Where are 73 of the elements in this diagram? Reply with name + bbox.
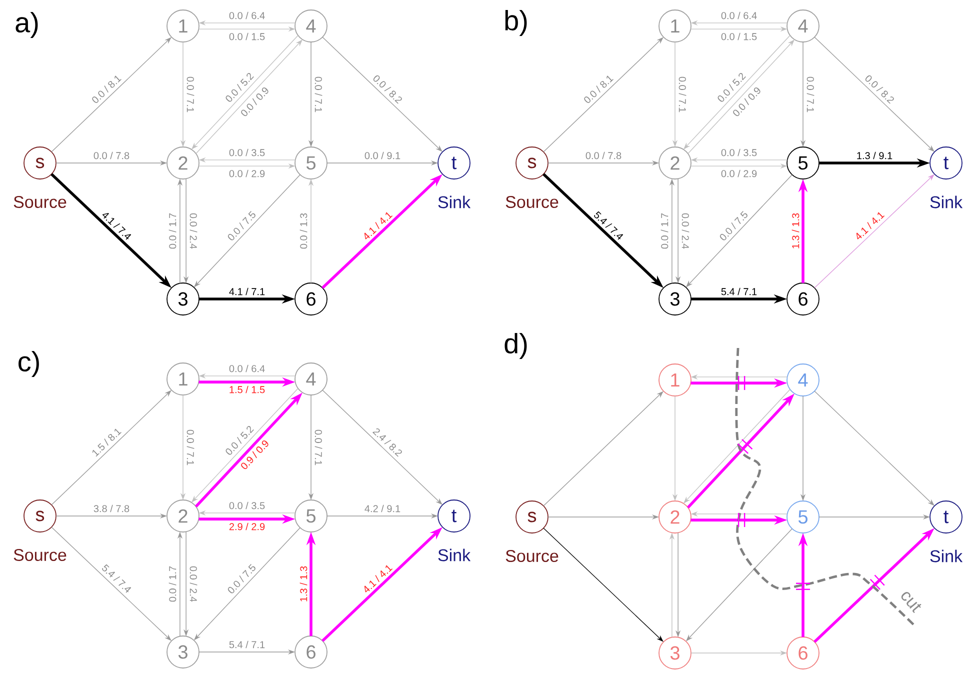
arrow	[543, 37, 664, 152]
edge-label: 4.1 / 4.1	[360, 562, 394, 595]
edge-label: 0.0 / 7.1	[678, 76, 687, 114]
edge-label: 0.0 / 6.4	[228, 364, 266, 373]
edge-label: 0.0 / 1.7	[168, 212, 177, 250]
edge-label: 0.0 / 3.5	[720, 148, 758, 157]
edge-label: 4.1 / 4.1	[360, 210, 394, 242]
edge-label: 0.0 / 2.4	[681, 212, 690, 250]
edge-label: 0.0 / 7.1	[186, 76, 195, 114]
edge-label: 0.0 / 1.7	[168, 565, 177, 603]
node-caption: Sink	[930, 196, 963, 208]
edge-label: 0.0 / 7.1	[186, 428, 195, 466]
edge-label: 0.0 / 1.3	[299, 212, 308, 250]
edge-label: 0.0 / 1.5	[720, 32, 758, 41]
edge-label: 5.4 / 7.1	[228, 640, 266, 649]
edge-label: 4.1 / 4.1	[852, 210, 886, 242]
edge-label: 0.0 / 7.8	[92, 151, 130, 160]
arrow	[322, 390, 442, 505]
edge-label: 1.5 / 8.1	[90, 426, 123, 458]
edge-label: 0.0 / 8.1	[582, 73, 615, 106]
edge-label: 0.0 / 8.1	[90, 73, 123, 106]
arrow	[51, 390, 172, 506]
arrow	[814, 174, 934, 288]
edge-label: 0.0 / 7.5	[226, 562, 258, 596]
arrow	[543, 391, 664, 506]
edge-label: 5.4 / 7.4	[100, 562, 134, 595]
panel-label: a)	[16, 12, 38, 38]
node-caption: Source	[14, 196, 66, 208]
edge-label: 0.0 / 6.4	[720, 11, 758, 20]
node-caption: Source	[506, 550, 558, 562]
panel-label: b)	[505, 10, 527, 36]
edge-label: 5.4 / 7.1	[720, 287, 758, 296]
edge-label: 0.0 / 8.2	[863, 73, 896, 106]
node-caption: Sink	[438, 196, 471, 208]
edge-label: 0.0 / 7.8	[584, 151, 622, 160]
edge-label: 2.4 / 8.2	[371, 426, 404, 458]
arrow	[51, 526, 172, 641]
edge-label: 0.0 / 7.1	[806, 76, 815, 114]
edge-label: 0.0 / 7.1	[314, 76, 323, 114]
edge-label: 2.9 / 2.9	[228, 522, 266, 531]
panel-label: c)	[18, 350, 39, 378]
edge-label: 3.8 / 7.8	[92, 504, 130, 513]
node-caption: Source	[506, 196, 558, 208]
edge-label: 0.0 / 2.9	[720, 169, 758, 178]
node-caption: Sink	[438, 548, 471, 562]
edge-label: 1.5 / 1.5	[228, 385, 266, 394]
edge-label: 0.0 / 3.5	[228, 501, 266, 510]
edge-label: 0.0 / 7.5	[718, 209, 750, 242]
arrow	[543, 528, 664, 642]
edge-label: 0.0 / 1.5	[228, 32, 266, 41]
panel-label: d)	[504, 332, 527, 360]
edge-label: 4.2 / 9.1	[364, 504, 402, 513]
node-caption: Source	[14, 548, 66, 562]
edge-label: 1.3 / 1.3	[299, 565, 308, 603]
edge-label: 0.0 / 1.7	[660, 212, 669, 250]
node-caption: Sink	[930, 550, 963, 562]
arrow	[51, 37, 172, 152]
edge-label: 0.0 / 7.5	[226, 209, 258, 242]
cut-label: cut	[901, 592, 922, 613]
arrow	[814, 390, 934, 506]
edge-label: 1.3 / 9.1	[856, 151, 894, 160]
edge-label: 0.0 / 2.4	[189, 212, 198, 250]
edge-label: 0.0 / 7.1	[314, 428, 323, 466]
edge-label: 1.3 / 1.3	[791, 212, 800, 250]
edge-label: 4.1 / 7.1	[228, 287, 266, 296]
edge-label: 0.0 / 3.5	[228, 148, 266, 157]
edge-label: 0.0 / 9.1	[364, 151, 402, 160]
edge-label: 5.4 / 7.4	[592, 210, 626, 242]
edge-label: 0.0 / 2.4	[189, 565, 198, 603]
edge-label: 0.0 / 6.4	[228, 11, 266, 20]
edge-label: 4.1 / 7.4	[100, 210, 134, 242]
edge-label: 0.0 / 8.2	[371, 73, 404, 106]
edge-label: 0.0 / 2.9	[228, 169, 266, 178]
